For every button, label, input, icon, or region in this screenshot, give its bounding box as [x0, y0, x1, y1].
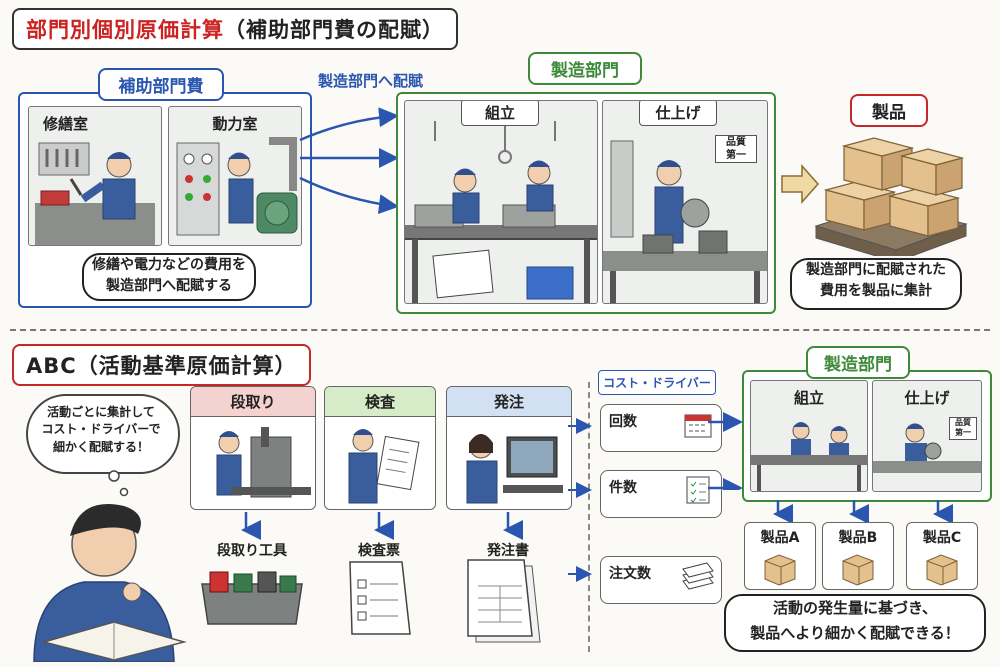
finishing-scene: 仕上げ 品質 第一	[602, 100, 768, 304]
driver-bracket	[588, 382, 590, 652]
product-c-label: 製品C	[922, 530, 962, 546]
power-room-scene: 動力室	[168, 106, 302, 246]
product-note: 製造部門に配賦された 費用を製品に集計	[790, 258, 962, 310]
paper-stack-icon	[682, 562, 714, 590]
product-b-card: 製品B	[822, 522, 894, 590]
finishing-tag: 仕上げ	[639, 101, 717, 126]
product-a-box-icon	[764, 554, 796, 586]
checklist-icon	[686, 476, 710, 504]
product-a-card: 製品A	[744, 522, 816, 590]
tool-tray-illustration	[201, 571, 303, 625]
inspection-sheet-label: 検査票	[358, 543, 400, 559]
abc-finishing-illustration	[873, 423, 981, 473]
inspection-sheet-icon	[349, 561, 411, 635]
driver-out-arrows	[708, 412, 743, 490]
thought-bubble	[26, 394, 180, 474]
abc-assembly-title: 組立	[793, 389, 824, 407]
inspection-worker-illustration	[348, 429, 420, 504]
driver-cases-label: 件数	[609, 480, 637, 496]
allocate-arrows	[299, 107, 399, 215]
setup-tools-label: 段取り工具	[217, 543, 287, 559]
power-room-title: 動力室	[212, 115, 258, 133]
activity-setup-label: 段取り	[191, 387, 315, 417]
calendar-icon	[684, 414, 712, 438]
thought-dots	[108, 470, 129, 497]
activity-card-order: 発注	[446, 386, 572, 510]
driver-cases: 件数	[600, 470, 722, 518]
abc-finishing-title: 仕上げ	[904, 389, 950, 407]
setup-worker-illustration	[216, 427, 311, 498]
activity-inspection-label: 検査	[325, 387, 435, 417]
to-product-arrow-icon	[781, 164, 820, 204]
repair-room-title: 修繕室	[43, 115, 89, 133]
activity-card-setup: 段取り	[190, 386, 316, 510]
product-b-label: 製品B	[838, 530, 878, 546]
driver-count: 回数	[600, 404, 722, 452]
product-down-arrows	[773, 500, 953, 522]
assembly-illustration	[405, 121, 597, 303]
abc-title: ABC（活動基準原価計算）	[12, 344, 311, 386]
assembly-scene: 組立	[404, 100, 598, 304]
abc-quality-sign: 品質 第一	[949, 417, 977, 440]
product-c-card: 製品C	[906, 522, 978, 590]
product-a-label: 製品A	[760, 530, 800, 546]
top-title-main: 部門別個別原価計算	[26, 18, 224, 42]
quality-first-sign: 品質 第一	[715, 135, 757, 163]
abc-mfg-label: 製造部門	[806, 346, 910, 379]
order-worker-illustration	[466, 434, 563, 504]
student-illustration	[33, 504, 187, 662]
mfg-dept-label: 製造部門	[528, 52, 642, 85]
repair-room-scene: 修繕室	[28, 106, 162, 246]
thought-text: 活動ごとに集計して コスト・ドライバーで 細かく配賦する！	[41, 405, 161, 454]
aux-dept-label: 補助部門費	[98, 68, 224, 101]
abc-note: 活動の発生量に基づき、 製品へより細かく配賦できる！	[724, 594, 986, 652]
assembly-tag: 組立	[461, 101, 539, 126]
product-label: 製品	[850, 94, 928, 127]
top-title-sub: （補助部門費の配賦）	[224, 18, 444, 42]
driver-orders-label: 注文数	[609, 566, 651, 582]
order-form-icon	[467, 559, 541, 643]
activity-down-arrows	[241, 512, 523, 540]
order-form-label: 発注書	[487, 543, 529, 559]
abc-assembly-illustration	[751, 422, 867, 491]
repair-worker-illustration	[35, 142, 155, 245]
product-boxes-illustration	[814, 137, 968, 256]
product-b-box-icon	[842, 554, 874, 586]
activity-order-label: 発注	[447, 387, 571, 417]
top-title: 部門別個別原価計算（補助部門費の配賦）	[12, 8, 458, 50]
driver-in-arrows	[568, 418, 592, 582]
allocate-label: 製造部門へ配賦	[318, 72, 424, 90]
abc-finishing-scene: 仕上げ 品質 第一	[872, 380, 982, 492]
activity-card-inspection: 検査	[324, 386, 436, 510]
driver-label: コスト・ドライバー	[598, 370, 716, 395]
aux-note: 修繕や電力などの費用を 製造部門へ配賦する	[82, 253, 256, 301]
driver-count-label: 回数	[609, 414, 637, 430]
product-c-box-icon	[926, 554, 958, 586]
finishing-illustration	[603, 140, 767, 303]
power-room-illustration	[176, 137, 298, 236]
driver-orders: 注文数	[600, 556, 722, 604]
abc-assembly-scene: 組立	[750, 380, 868, 492]
section-divider	[10, 329, 990, 331]
